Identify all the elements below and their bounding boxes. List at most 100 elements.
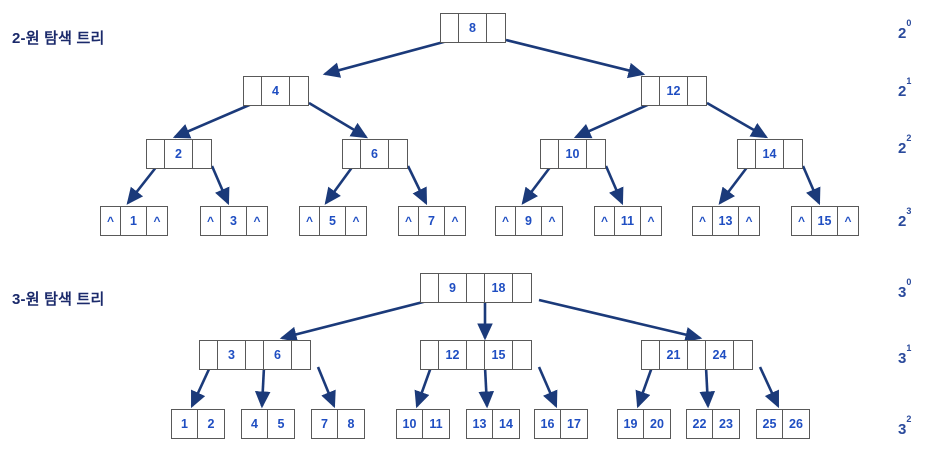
key-cell: 21	[660, 341, 688, 369]
null-pointer-cell: ^	[352, 214, 360, 228]
key-cell: 5	[320, 207, 346, 235]
level-label: 30	[898, 277, 911, 301]
level-label: 23	[898, 206, 911, 230]
level-label-base: 2	[898, 140, 907, 157]
leaf-11: ^11^	[594, 206, 662, 236]
null-pointer-cell: ^	[647, 214, 655, 228]
level-label-exponent: 0	[906, 18, 912, 29]
leaf-5: ^5^	[299, 206, 367, 236]
tree-edge	[801, 165, 821, 206]
key-cell: 14	[756, 140, 784, 168]
tree-edge	[718, 165, 750, 205]
pointer-cell	[642, 341, 660, 369]
level-label: 31	[898, 343, 911, 367]
key-cell: 10	[397, 410, 423, 438]
key-cell: 2	[207, 417, 215, 431]
tree-edge	[635, 366, 654, 409]
key-cell: 11	[615, 207, 641, 235]
tree-edge	[190, 366, 212, 409]
tree-edge	[706, 101, 769, 139]
key-cell: 11	[429, 417, 443, 431]
key-cell: 4	[262, 77, 290, 105]
key-cell: 23	[719, 417, 733, 431]
pointer-cell	[688, 341, 706, 369]
node-2: 2	[146, 139, 212, 169]
pointer-cell	[290, 77, 308, 105]
level-label-base: 2	[898, 83, 907, 100]
level-label-exponent: 3	[906, 206, 912, 217]
key-cell: 3	[218, 341, 246, 369]
tree-edge	[254, 366, 271, 409]
null-pointer-cell: ^	[300, 207, 320, 235]
tree-edge	[521, 165, 553, 205]
tree-edge	[324, 165, 355, 205]
pointer-cell	[467, 274, 485, 302]
key-cell: 7	[419, 207, 445, 235]
key-cell: 24	[706, 341, 734, 369]
pointer-cell	[642, 77, 660, 105]
pointer-cell	[292, 341, 310, 369]
key-cell: 18	[485, 274, 513, 302]
key-cell: 9	[439, 274, 467, 302]
leaf-7: ^7^	[398, 206, 466, 236]
level-label-base: 3	[898, 421, 907, 438]
level-label-exponent: 2	[906, 414, 912, 425]
key-cell: 1	[121, 207, 147, 235]
pointer-cell	[200, 341, 218, 369]
level-label: 20	[898, 18, 911, 42]
key-cell: 22	[687, 410, 713, 438]
null-pointer-cell: ^	[399, 207, 419, 235]
leaf-10-11: 10 11	[396, 409, 450, 439]
null-pointer-cell: ^	[153, 214, 161, 228]
node-6: 6	[342, 139, 408, 169]
node-12-15: 12 15	[420, 340, 532, 370]
level-label-base: 2	[898, 25, 907, 42]
pointer-cell	[688, 77, 706, 105]
pointer-cell	[784, 140, 802, 168]
key-cell: 25	[757, 410, 783, 438]
null-pointer-cell: ^	[496, 207, 516, 235]
leaf-13: ^13^	[692, 206, 760, 236]
tree-edge	[478, 366, 495, 409]
node-8: 8	[440, 13, 506, 43]
tree-edge	[699, 366, 716, 409]
pointer-cell	[147, 140, 165, 168]
level-label-exponent: 2	[906, 133, 912, 144]
level-label: 21	[898, 76, 911, 100]
tree-edge	[538, 298, 703, 343]
key-cell: 5	[277, 417, 285, 431]
pointer-cell	[513, 341, 531, 369]
pointer-cell	[487, 14, 505, 42]
node-14: 14	[737, 139, 803, 169]
null-pointer-cell: ^	[745, 214, 753, 228]
key-cell: 15	[485, 341, 513, 369]
level-label-exponent: 1	[906, 343, 912, 354]
key-cell: 16	[535, 410, 561, 438]
level-label-base: 3	[898, 350, 907, 367]
leaf-9: ^9^	[495, 206, 563, 236]
section-title-2way: 2-원 탐색 트리	[12, 30, 105, 47]
null-pointer-cell: ^	[201, 207, 221, 235]
pointer-cell	[343, 140, 361, 168]
section-title-3way: 3-원 탐색 트리	[12, 291, 105, 308]
pointer-cell	[441, 14, 459, 42]
level-label-base: 2	[898, 213, 907, 230]
pointer-cell	[244, 77, 262, 105]
leaf-3: ^3^	[200, 206, 268, 236]
tree-edge	[210, 165, 230, 206]
pointer-cell	[734, 341, 752, 369]
node-10: 10	[540, 139, 606, 169]
leaf-1: ^1^	[100, 206, 168, 236]
tree-edge	[126, 165, 159, 205]
key-cell: 12	[439, 341, 467, 369]
tree-edge	[758, 366, 780, 409]
key-cell: 15	[812, 207, 838, 235]
